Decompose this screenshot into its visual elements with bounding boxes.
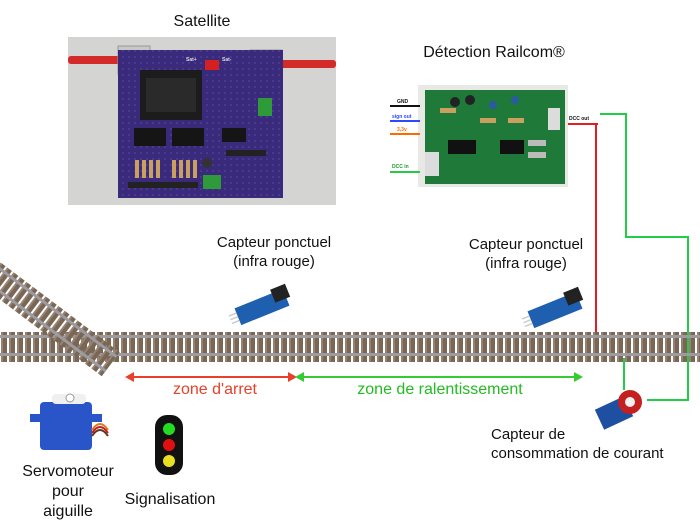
pin-label-dcc-in: DCC in (392, 164, 409, 170)
pin-label-dcc-out: DCC out (569, 116, 589, 122)
servo-image (30, 393, 109, 450)
current-sensor-image (594, 390, 642, 430)
stop-zone-label: zone d'arret (173, 381, 257, 398)
main-track (0, 332, 700, 362)
railcom-title: Détection Railcom® (423, 44, 565, 61)
ir-sensor-left-image (228, 283, 291, 326)
current-sensor-label: Capteur de consommation de courant (491, 426, 664, 462)
slowdown-zone-arrow (295, 372, 583, 382)
ir-sensor-right-label: Capteur ponctuel (infra rouge) (468, 236, 584, 272)
satellite-title: Satellite (173, 13, 231, 30)
dcc-out-green-wire (600, 113, 689, 401)
pin-label-gnd: GND (397, 99, 409, 105)
stop-zone-arrow (125, 372, 297, 382)
ir-sensor-right-image (521, 286, 584, 329)
board-label-sat-minus: Sat- (222, 57, 232, 63)
signal-label: Signalisation (124, 491, 216, 508)
slowdown-zone-label: zone de ralentissement (357, 381, 523, 398)
railcom-board-image (390, 85, 598, 187)
ir-sensor-left-label: Capteur ponctuel (infra rouge) (216, 234, 332, 270)
pin-label-3v3: 3,3v (397, 127, 407, 133)
turnout-track (0, 262, 120, 377)
signal-image (155, 415, 183, 475)
servo-label: Servomoteur pour aiguille (22, 463, 114, 520)
board-label-sat-plus: Sat+ (186, 57, 197, 63)
satellite-board-image (68, 37, 336, 205)
pin-label-sign-out: sign out (392, 114, 412, 120)
